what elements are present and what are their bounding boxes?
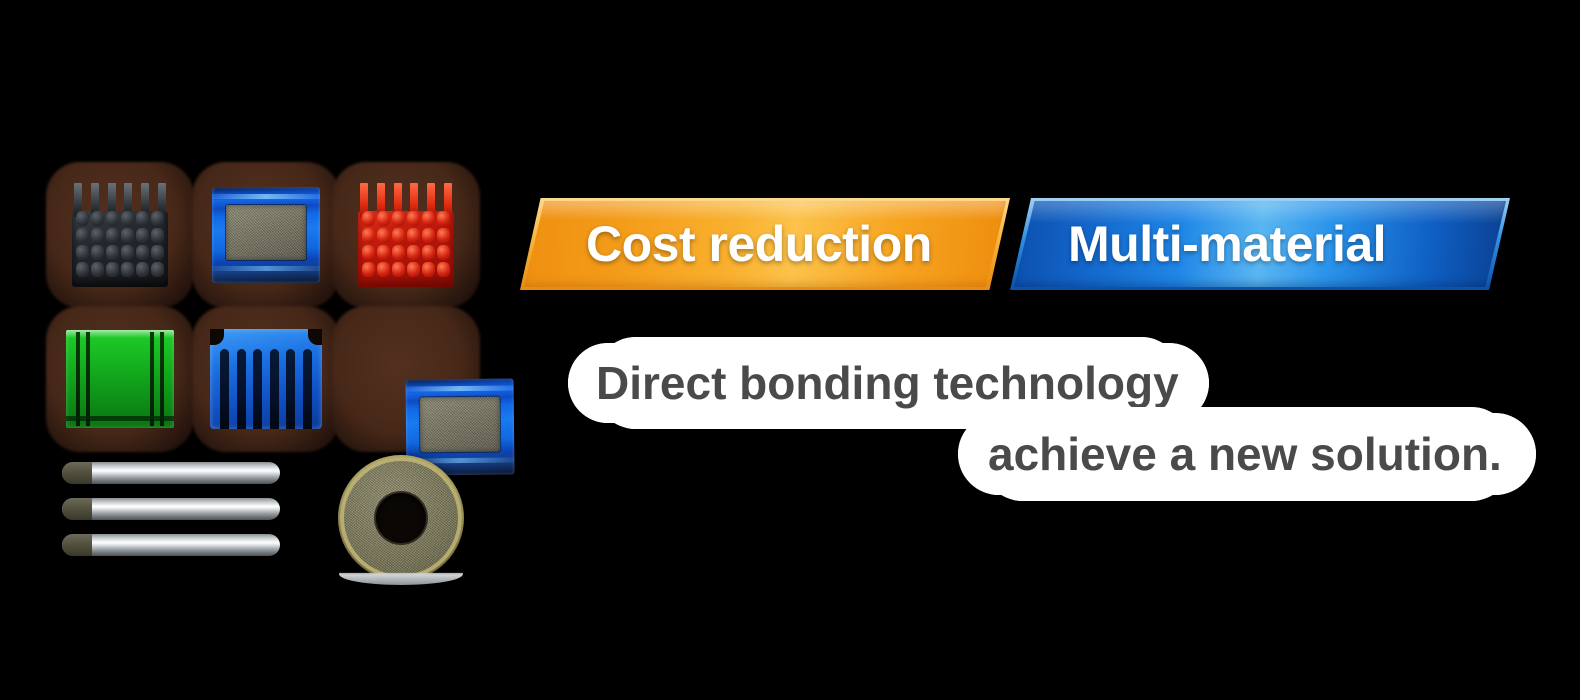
black-pin-fin-heatsink-image [72, 183, 168, 287]
product-tile-red-pin-fin-heatsink [332, 162, 480, 308]
banner-cost-reduction-label: Cost reduction [586, 216, 932, 272]
green-extruded-fin-block-image [66, 330, 174, 428]
product-tile-black-pin-fin-heatsink [46, 162, 194, 308]
callout-sentence: Direct bonding technology achieve a new … [560, 330, 1570, 510]
banner-inner-fill [524, 201, 1006, 287]
product-tile-blue-chip-with-thermal-pad-2 [332, 306, 515, 476]
product-tile-blue-comb-fin-heatsink [192, 306, 340, 452]
banner-cost-reduction[interactable]: Cost reduction [520, 198, 1010, 290]
banner-multi-material[interactable]: Multi-material [1010, 198, 1510, 290]
product-tile-blue-chip-with-thermal-pad [192, 162, 340, 308]
metal-rod-3-image [62, 534, 280, 556]
brass-washer-image [338, 455, 464, 585]
blue-chip-with-thermal-pad-image [212, 187, 320, 283]
red-pin-fin-heatsink-image [358, 183, 454, 287]
callout-line-2: achieve a new solution. [958, 407, 1536, 501]
banner-inner-fill [1014, 201, 1506, 287]
product-photo-collage [0, 0, 515, 700]
banner-multi-material-label: Multi-material [1068, 216, 1387, 272]
metal-rod-1-image [62, 462, 280, 484]
metal-rod-2-image [62, 498, 280, 520]
blue-comb-fin-heatsink-image [210, 329, 322, 429]
product-tile-green-extruded-fin-block [46, 306, 194, 452]
